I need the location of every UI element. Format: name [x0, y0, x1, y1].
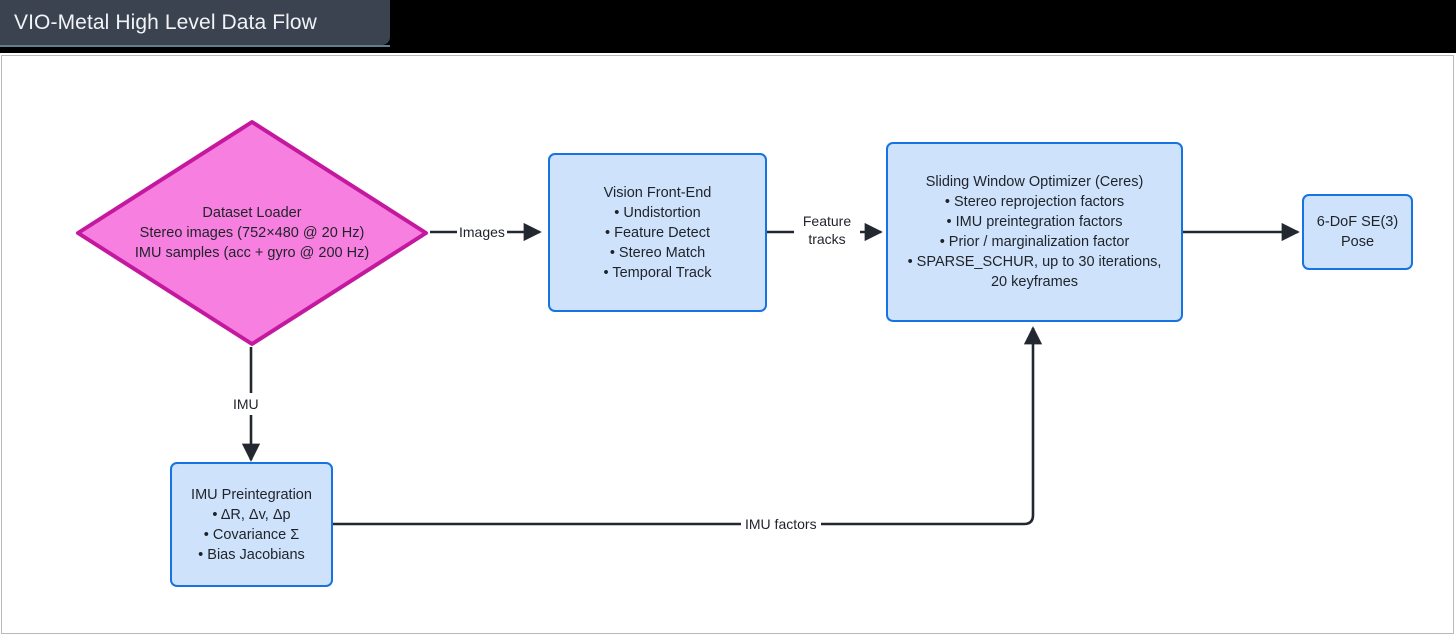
node-pose-output[interactable]: 6-DoF SE(3) Pose — [1302, 194, 1413, 270]
diagram-title-chip: VIO-Metal High Level Data Flow — [0, 0, 390, 45]
edge-label-imu: IMU — [230, 393, 262, 415]
title-underline — [0, 45, 390, 47]
node-dataset-loader[interactable] — [75, 119, 429, 347]
node-imu-preintegration[interactable]: IMU Preintegration • ΔR, Δv, Δp • Covari… — [170, 462, 333, 587]
window-title-band: VIO-Metal High Level Data Flow — [0, 0, 1456, 53]
page-title: VIO-Metal High Level Data Flow — [14, 10, 317, 34]
node-sliding-window-optimizer[interactable]: Sliding Window Optimizer (Ceres) • Stere… — [886, 142, 1183, 322]
edge-layer — [241, 222, 1300, 526]
edge-label-images: Images — [457, 223, 507, 241]
optimizer-bullet-3: • Prior / marginalization factor — [939, 234, 1130, 250]
vision-front-end-bullet-3: • Stereo Match — [609, 244, 706, 261]
vision-front-end-header: Vision Front-End — [603, 184, 712, 201]
edge-label-feature-tracks-line-2: tracks — [808, 231, 846, 247]
imu-preintegration-bullet-2: • Covariance Σ — [203, 526, 300, 543]
pose-output-line-2: Pose — [1340, 234, 1375, 250]
optimizer-header: Sliding Window Optimizer (Ceres) — [925, 174, 1144, 190]
edge-imu-to-optimizer — [333, 326, 1043, 526]
vision-front-end-bullet-1: • Undistortion — [614, 204, 701, 221]
edge-label-feature-tracks: Feature tracks — [794, 212, 860, 248]
vision-front-end-bullet-4: • Temporal Track — [603, 264, 712, 281]
edge-label-imu-factors: IMU factors — [741, 515, 821, 533]
imu-preintegration-header: IMU Preintegration — [191, 486, 312, 503]
diagram-canvas: Dataset Loader Stereo images (752×480 @ … — [1, 55, 1454, 634]
imu-preintegration-bullet-3: • Bias Jacobians — [198, 546, 305, 563]
optimizer-bullet-1: • Stereo reprojection factors — [944, 194, 1125, 210]
pose-output-header: 6-DoF SE(3) — [1316, 214, 1399, 230]
edge-label-feature-tracks-line-1: Feature — [802, 213, 852, 229]
optimizer-bullet-2: • IMU preintegration factors — [946, 214, 1123, 230]
imu-preintegration-bullet-1: • ΔR, Δv, Δp — [212, 506, 291, 523]
node-vision-front-end[interactable]: Vision Front-End • Undistortion • Featur… — [548, 153, 767, 312]
vision-front-end-bullet-2: • Feature Detect — [604, 224, 710, 241]
optimizer-bullet-4: • SPARSE_SCHUR, up to 30 iterations, 20 … — [907, 254, 1162, 290]
